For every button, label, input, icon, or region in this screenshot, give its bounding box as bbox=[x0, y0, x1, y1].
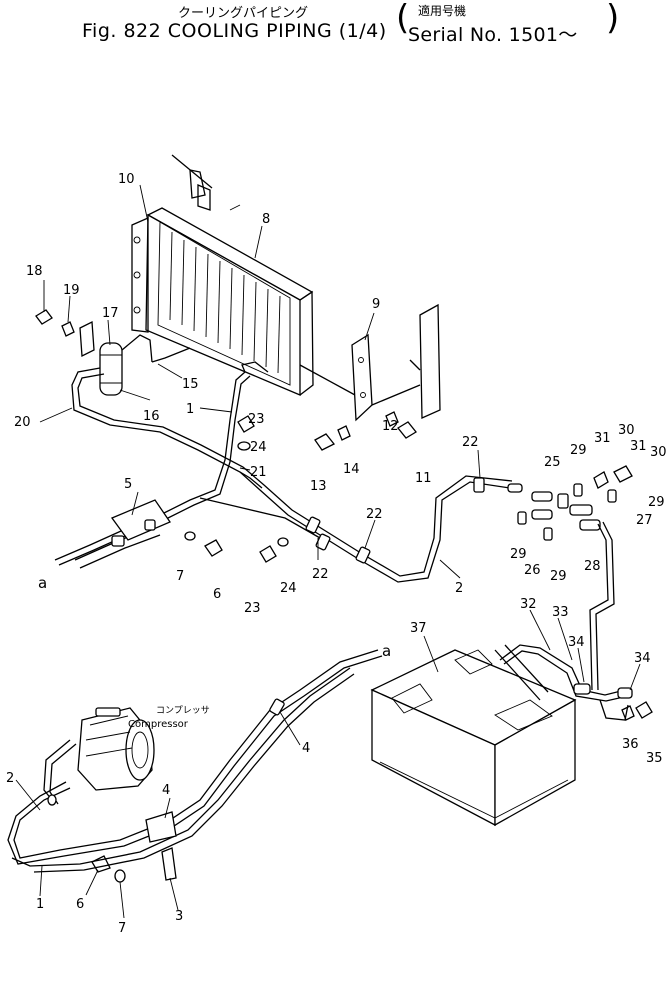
callout-34-b: 34 bbox=[634, 651, 651, 666]
callout-2-lower: 2 bbox=[6, 771, 14, 786]
callout-5: 5 bbox=[124, 477, 132, 492]
battery-box bbox=[370, 644, 577, 827]
hoses bbox=[54, 361, 513, 583]
callout-1-upper: 1 bbox=[186, 402, 194, 417]
serial-japanese: 適用号機 bbox=[418, 4, 467, 18]
callout-4-left: 4 bbox=[162, 783, 170, 798]
callout-29-c: 29 bbox=[510, 547, 527, 562]
compressor bbox=[77, 707, 155, 791]
callout-22-right: 22 bbox=[462, 435, 479, 450]
callout-16: 16 bbox=[143, 409, 160, 424]
callout-7-upper: 7 bbox=[176, 569, 184, 584]
callout-2-upper: 2 bbox=[455, 581, 463, 596]
receiver-drier bbox=[79, 320, 191, 396]
callout-15: 15 bbox=[182, 377, 199, 392]
callout-31-a: 31 bbox=[594, 431, 611, 446]
callout-37: 37 bbox=[410, 621, 427, 636]
callout-28: 28 bbox=[584, 559, 601, 574]
connector-a-left: a bbox=[38, 574, 47, 592]
callout-4-right: 4 bbox=[302, 741, 310, 756]
callout-34-a: 34 bbox=[568, 635, 585, 650]
callout-29-d: 29 bbox=[550, 569, 567, 584]
bolts bbox=[35, 309, 653, 883]
callout-6-lower: 6 bbox=[76, 897, 84, 912]
fittings bbox=[507, 483, 617, 541]
compressor-label: Compressor bbox=[128, 719, 189, 730]
callout-32: 32 bbox=[520, 597, 537, 612]
callout-25: 25 bbox=[544, 455, 561, 470]
leader-lines bbox=[15, 184, 641, 919]
callout-14: 14 bbox=[343, 462, 360, 477]
callout-29-b: 29 bbox=[648, 495, 665, 510]
callout-9: 9 bbox=[372, 297, 380, 312]
callout-17: 17 bbox=[102, 306, 119, 321]
callout-23-upper: 23 bbox=[248, 412, 265, 427]
callout-7-lower: 7 bbox=[118, 921, 126, 936]
callout-31-b: 31 bbox=[630, 439, 647, 454]
callout-1-lower: 1 bbox=[36, 897, 44, 912]
bracket-right: ) bbox=[606, 0, 620, 38]
callout-33: 33 bbox=[552, 605, 569, 620]
bracket-5 bbox=[110, 499, 171, 547]
callout-20: 20 bbox=[14, 415, 31, 430]
callout-12: 12 bbox=[382, 419, 399, 434]
callout-19: 19 bbox=[63, 283, 80, 298]
clamps bbox=[305, 477, 485, 564]
bracket-left: ( bbox=[396, 0, 410, 38]
callouts: 10 8 9 18 19 17 15 16 20 1 23 24 21 12 1… bbox=[6, 172, 667, 936]
callout-11: 11 bbox=[415, 471, 432, 486]
callout-3: 3 bbox=[175, 909, 183, 924]
title-japanese: クーリングパイピング bbox=[178, 6, 309, 21]
callout-27: 27 bbox=[636, 513, 653, 528]
callout-26: 26 bbox=[524, 563, 541, 578]
callout-13: 13 bbox=[310, 479, 327, 494]
figure-title: Fig. 822 COOLING PIPING (1/4) bbox=[82, 20, 387, 42]
callout-35: 35 bbox=[646, 751, 663, 766]
callout-29-a: 29 bbox=[570, 443, 587, 458]
callout-18: 18 bbox=[26, 264, 43, 279]
connector-a-right: a bbox=[382, 642, 391, 660]
pipes bbox=[499, 521, 633, 721]
callout-30-b: 30 bbox=[650, 445, 667, 460]
lower-hoses bbox=[7, 649, 383, 881]
callout-23-lower: 23 bbox=[244, 601, 261, 616]
callout-6-upper: 6 bbox=[213, 587, 221, 602]
callout-24-lower: 24 bbox=[280, 581, 297, 596]
callout-36: 36 bbox=[622, 737, 639, 752]
condenser bbox=[131, 154, 356, 396]
callout-22-mid: 22 bbox=[366, 507, 383, 522]
serial-number: Serial No. 1501～ bbox=[408, 24, 578, 46]
callout-8: 8 bbox=[262, 212, 270, 227]
callout-30-a: 30 bbox=[618, 423, 635, 438]
compressor-label-jp: コンプレッサ bbox=[156, 705, 210, 716]
callout-10: 10 bbox=[118, 172, 135, 187]
bracket-9 bbox=[351, 303, 441, 422]
callout-21: 21 bbox=[250, 465, 267, 480]
callout-22-lower: 22 bbox=[312, 567, 329, 582]
callout-24-upper: 24 bbox=[250, 440, 267, 455]
